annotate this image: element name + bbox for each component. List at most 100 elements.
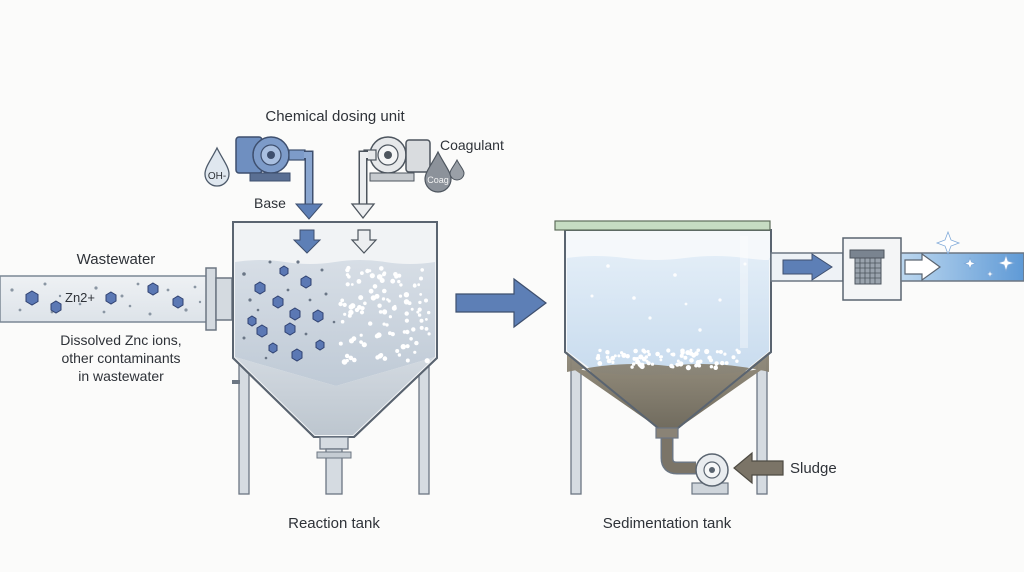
settled-floc-dot xyxy=(596,353,601,358)
floc-dot xyxy=(363,301,367,306)
settled-floc-dot xyxy=(610,355,615,361)
settled-floc-dot xyxy=(683,355,688,360)
coag-drop-icon xyxy=(424,150,465,193)
zn-ion-label: Zn2+ xyxy=(65,290,95,305)
floc-dot xyxy=(382,309,388,315)
settled-floc-dot xyxy=(647,352,651,357)
floc-dot xyxy=(358,305,362,309)
floc-dot xyxy=(393,304,397,308)
floc-dot xyxy=(411,327,416,332)
settled-floc-dot xyxy=(713,365,718,371)
floc-dot xyxy=(376,332,382,338)
floc-dot xyxy=(419,276,423,281)
coagulant-label: Coagulant xyxy=(440,137,504,153)
floc-dot xyxy=(382,288,387,294)
floc-dot xyxy=(359,340,363,344)
floc-dot xyxy=(372,284,378,289)
floc-dot xyxy=(417,283,421,287)
floc-dot xyxy=(368,288,374,294)
base-dosing-arrow-icon xyxy=(294,203,324,220)
settled-floc-dot xyxy=(611,360,615,364)
settled-floc-dot xyxy=(720,360,725,366)
zn-ion-particles-tank xyxy=(247,265,325,362)
floc-dot xyxy=(398,294,403,298)
reaction-base-inlet-arrow-icon xyxy=(292,229,322,254)
settled-floc-dot xyxy=(679,353,684,358)
floc-dot xyxy=(403,292,410,298)
floc-dot xyxy=(427,310,431,315)
zn-ion-particles-inlet xyxy=(25,282,184,314)
settled-floc-dot xyxy=(678,361,684,367)
settled-floc-dot xyxy=(688,351,694,356)
settled-floc-dot xyxy=(671,352,676,357)
reaction-small-particles xyxy=(242,260,336,360)
floc-dot xyxy=(379,266,384,271)
settled-floc-dot xyxy=(714,361,719,366)
floc-dot xyxy=(418,300,422,305)
floc-dot xyxy=(350,303,356,309)
floc-dot xyxy=(419,293,423,296)
floc-dot xyxy=(340,319,345,324)
settled-floc-dot xyxy=(633,348,638,354)
sparkle-icon xyxy=(935,230,1016,280)
oh-drop-label: OH- xyxy=(208,171,226,182)
floc-dot xyxy=(400,344,406,350)
floc-dot xyxy=(359,333,363,337)
floc-dot xyxy=(368,321,373,326)
floc-dot xyxy=(346,265,351,271)
settled-floc-dot xyxy=(709,365,714,369)
coagulant-pump-icon xyxy=(363,136,431,182)
floc-dot xyxy=(405,329,410,335)
floc-dot xyxy=(424,298,428,303)
sedimentation-lid xyxy=(554,220,771,231)
settled-floc-dot xyxy=(731,355,736,360)
floc-dot xyxy=(348,338,355,344)
floc-dot xyxy=(427,332,431,336)
floc-dot xyxy=(382,322,386,326)
settled-floc-dot xyxy=(666,348,671,353)
floc-dot xyxy=(425,318,428,321)
floc-dot xyxy=(395,349,400,353)
floc-dot xyxy=(385,323,389,327)
floc-dot xyxy=(356,279,362,284)
sludge-arrow-icon xyxy=(733,451,784,485)
floc-dot xyxy=(404,318,409,323)
settled-floc-dot xyxy=(718,349,723,354)
floc-dot xyxy=(345,282,350,287)
floc-dot xyxy=(382,356,388,361)
settled-floc-dot xyxy=(689,348,693,352)
settled-floc-dot xyxy=(723,352,727,356)
settled-floc-dot xyxy=(704,348,710,355)
overflow-arrow-icon xyxy=(782,253,833,281)
floc-dot xyxy=(378,310,383,314)
floc-dot xyxy=(402,330,407,334)
settled-floc-dot xyxy=(724,361,729,365)
settled-floc-dot xyxy=(617,354,621,358)
floc-dot xyxy=(419,325,424,330)
floc-dot xyxy=(405,344,410,349)
dosing-unit-label: Chemical dosing unit xyxy=(265,108,405,125)
dissolved-note-line1: Dissolved Znc ions, xyxy=(60,332,181,348)
floc-dot xyxy=(413,350,417,354)
floc-dot xyxy=(360,271,364,275)
settled-floc-dot xyxy=(689,358,694,363)
settled-floc-dot xyxy=(597,361,603,366)
floc-dot xyxy=(399,283,403,287)
floc-dot xyxy=(347,313,352,318)
floc-dot xyxy=(338,341,343,346)
settled-floc-dot xyxy=(715,350,720,354)
settled-floc-dot xyxy=(625,354,630,359)
floc-dot xyxy=(347,275,351,279)
floc-dot xyxy=(359,310,365,315)
floc-dot xyxy=(409,337,413,341)
floc-dot xyxy=(352,357,357,363)
settled-floc-dot xyxy=(650,362,655,366)
settled-floc-dot xyxy=(676,359,680,363)
settled-floc-dot xyxy=(632,357,636,360)
settled-floc-dot xyxy=(645,359,649,363)
settled-floc-dot xyxy=(606,358,612,364)
floc-dot xyxy=(358,295,364,301)
dissolved-note-line2: other contaminants xyxy=(61,350,180,366)
settled-floc-dot xyxy=(680,348,685,354)
sedimentation-tank-label: Sedimentation tank xyxy=(603,515,732,532)
